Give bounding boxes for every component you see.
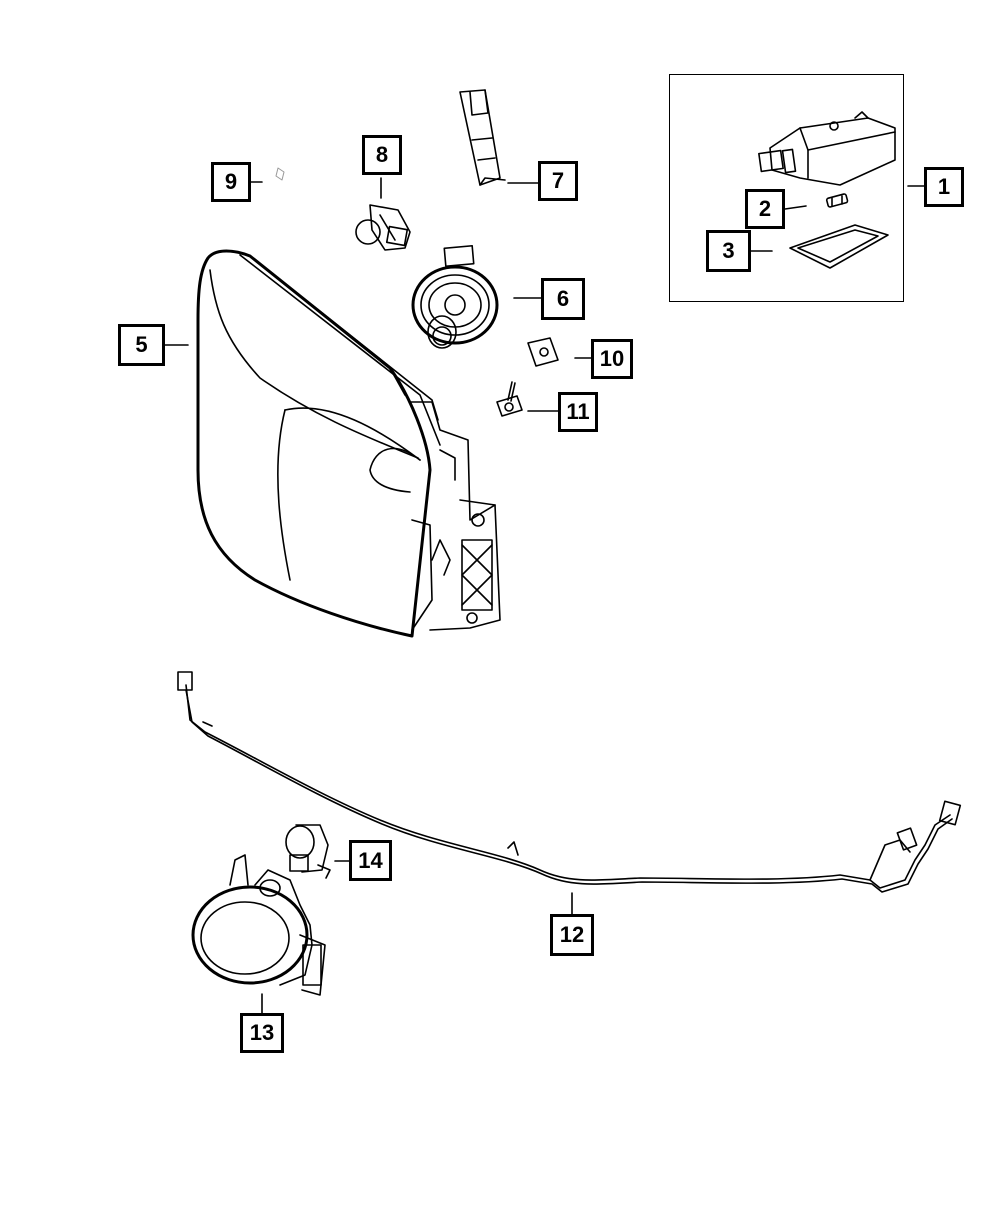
callout-1: 1 (924, 167, 964, 207)
spring-nut-part (527, 337, 559, 367)
module-inset-frame (669, 74, 904, 302)
callout-14: 14 (349, 840, 392, 881)
headlamp-bulb-part (411, 245, 499, 349)
clip-part (275, 167, 285, 181)
callout-3: 3 (706, 230, 751, 272)
callout-11: 11 (558, 392, 598, 432)
callout-12: 12 (550, 914, 594, 956)
callout-2: 2 (745, 189, 785, 229)
headlamp-assembly-part (196, 249, 501, 638)
leader-lines (164, 177, 925, 1014)
control-module-part (758, 111, 896, 186)
callout-7: 7 (538, 161, 578, 201)
callout-6: 6 (541, 278, 585, 320)
gasket-part (789, 224, 889, 269)
callout-10: 10 (591, 339, 633, 379)
wiring-harness-part (177, 671, 962, 893)
fog-bulb-part (285, 824, 331, 879)
bracket-part (459, 89, 506, 186)
callout-5: 5 (118, 324, 165, 366)
screw-part (496, 381, 523, 417)
fog-lamp-part (191, 854, 326, 996)
callout-8: 8 (362, 135, 402, 175)
fuse-part (825, 193, 849, 208)
callout-9: 9 (211, 162, 251, 202)
callout-13: 13 (240, 1013, 284, 1053)
marker-bulb-part (355, 204, 411, 251)
